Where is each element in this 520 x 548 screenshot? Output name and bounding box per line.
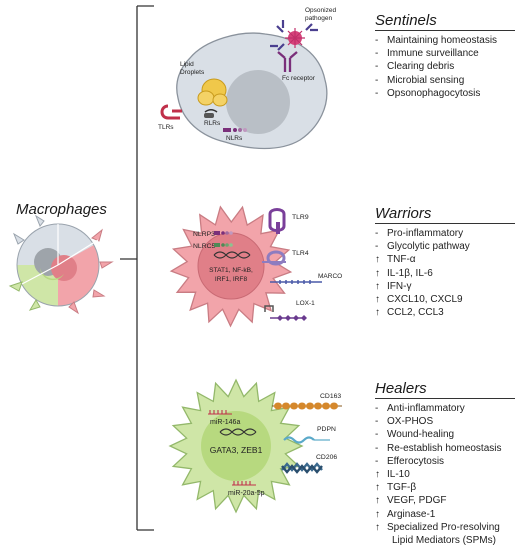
opsonized-pathogen-icon [270,20,318,51]
warriors-item: CCL2, CCL3 [375,306,515,319]
marco-label: MARCO [318,273,342,280]
sentinels-list: Maintaining homeostasisImmune surveillan… [375,34,515,100]
sentinel-nucleus [226,70,290,134]
healers-item: Wound-healing [375,428,515,441]
tlr9-icon [268,208,286,234]
healers-item: Re-establish homeostasis [375,442,515,455]
healers-divider [375,398,515,399]
dna-icon-2 [219,428,257,436]
macrophages-title: Macrophages [16,201,107,218]
healers-item: OX-PHOS [375,415,515,428]
lox1-icon [264,305,307,321]
healer-nucleus-label: GATA3, ZEB1 [210,445,263,455]
lipid-droplets-icon [197,78,228,107]
rlrs-label: RLRs [204,120,221,127]
cd163-icon [272,402,342,410]
warriors-list: Pro-inflammatoryGlycolytic pathwayTNF-αI… [375,227,515,320]
healers-item: Arginase-1 [375,508,515,521]
nlrp3-label: NLRP3 [193,231,215,238]
healers-item: Specialized Pro-resolving [375,521,515,534]
sentinels-item: Clearing debris [375,60,515,73]
fc-receptor-label: Fc receptor [282,75,316,82]
warrior-macrophage: STAT1, NF-kB,IRF1, IRF8 NLRP3 NLRC5 TLR9… [169,205,342,328]
cd206-icon [281,462,323,474]
dna-icon [213,251,251,259]
mir146a-label: miR-146a [210,419,240,426]
sentinels-item: Maintaining homeostasis [375,34,515,47]
tlr9-label: TLR9 [292,214,309,221]
nlrp3-icon [214,231,233,235]
tlr4-icon [262,250,286,266]
warriors-item: Pro-inflammatory [375,227,515,240]
cd206-label: CD206 [316,454,337,461]
cd163-label: CD163 [320,393,341,400]
sentinels-title: Sentinels [375,12,437,29]
sentinels-item: Immune surveillance [375,47,515,60]
mir20a-label: miR-20a-5p [228,490,265,497]
marco-icon [270,280,322,284]
sentinels-item: Opsonophagocytosis [375,87,515,100]
warriors-item: Glycolytic pathway [375,240,515,253]
pdpn-label: PDPN [317,426,336,433]
sentinels-item: Microbial sensing [375,74,515,87]
healer-macrophage: GATA3, ZEB1 miR-146a miR-20a-5p CD163 PD… [168,378,342,514]
healers-item: TGF-β [375,481,515,494]
healers-item: VEGF, PDGF [375,494,515,507]
healers-list: Anti-inflammatoryOX-PHOSWound-healingRe-… [375,402,515,547]
warriors-divider [375,223,515,224]
healer-nucleus [201,411,271,481]
lox1-label: LOX-1 [296,300,315,307]
nlrc5-label: NLRC5 [193,243,216,250]
healers-panel: Healers Anti-inflammatoryOX-PHOSWound-he… [375,380,515,547]
nlrs-label: NLRs [226,135,243,142]
healers-item: Efferocytosis [375,455,515,468]
sentinels-divider [375,30,515,31]
pdpn-icon [283,436,330,444]
healers-title: Healers [375,380,427,397]
warriors-item: TNF-α [375,253,515,266]
sentinels-panel: Sentinels Maintaining homeostasisImmune … [375,12,515,100]
warriors-item: CXCL10, CXCL9 [375,293,515,306]
tlr4-label: TLR4 [292,250,309,257]
healers-item: Anti-inflammatory [375,402,515,415]
nlrs-icon [223,128,247,132]
warriors-item: IL-1β, IL-6 [375,267,515,280]
bracket-connector [120,5,154,531]
fc-receptor-icon [277,51,298,72]
healers-item: IL-10 [375,468,515,481]
warrior-nucleus-label: STAT1, NF-kB,IRF1, IRF8 [209,267,253,283]
warriors-panel: Warriors Pro-inflammatoryGlycolytic path… [375,205,515,320]
nlrc5-icon [214,243,233,247]
mir20a-icon [232,481,256,486]
healers-item: Lipid Mediators (SPMs) [392,535,496,547]
tlrs-icon [160,104,182,120]
mixed-macrophage-icon [8,214,114,315]
warriors-item: IFN-γ [375,280,515,293]
warriors-title: Warriors [375,205,432,222]
mir146a-icon [208,410,232,415]
tlrs-label: TLRs [158,124,174,131]
rlrs-icon [204,109,218,118]
